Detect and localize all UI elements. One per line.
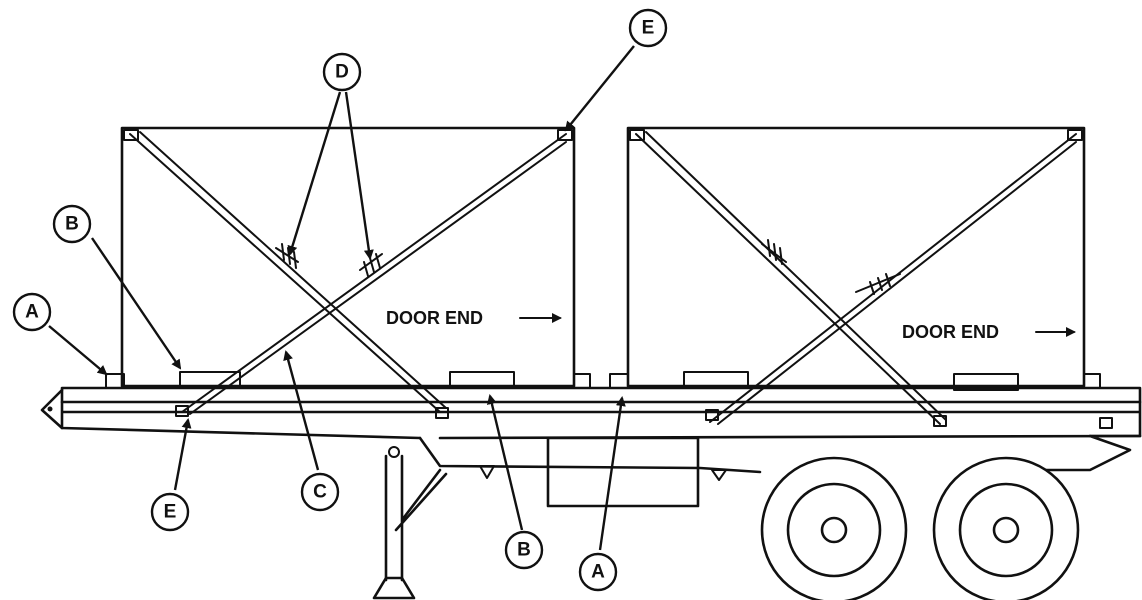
block-b bbox=[953, 373, 1019, 391]
callout-a-bottom-text: A bbox=[591, 562, 605, 583]
trailer bbox=[40, 386, 1142, 600]
callout-b-left: B bbox=[52, 204, 92, 244]
wheel-rear bbox=[932, 456, 1080, 600]
stake-pocket bbox=[435, 407, 449, 419]
block-a bbox=[105, 373, 125, 389]
callout-d-top-text: D bbox=[335, 62, 349, 83]
callout-b-bottom: B bbox=[504, 530, 544, 570]
wheel-front bbox=[760, 456, 908, 600]
strap-2a bbox=[635, 131, 947, 425]
coupler-pin bbox=[47, 406, 53, 412]
stake-pocket bbox=[175, 405, 189, 417]
callout-d-top: D bbox=[322, 52, 362, 92]
landing-gear-foot bbox=[372, 576, 416, 600]
ratchet-1b bbox=[359, 253, 383, 277]
block-a bbox=[573, 373, 591, 389]
block-a bbox=[609, 373, 629, 389]
leader-e-bottom bbox=[173, 418, 192, 491]
callout-e-bottom: E bbox=[150, 492, 190, 532]
leaders bbox=[48, 45, 635, 551]
callout-e-top: E bbox=[628, 8, 668, 48]
corner-fitting bbox=[1067, 129, 1083, 141]
block-b bbox=[683, 371, 749, 389]
callout-b-bottom-text: B bbox=[517, 540, 531, 561]
callout-a-left: A bbox=[12, 292, 52, 332]
corner-fitting bbox=[629, 129, 645, 141]
landing-gear bbox=[384, 454, 448, 582]
landing-gear-pivot bbox=[388, 446, 400, 458]
leader-d-2 bbox=[344, 91, 374, 260]
block-a bbox=[1083, 373, 1101, 389]
leader-d-1 bbox=[287, 91, 342, 256]
strap-2b bbox=[709, 133, 1077, 425]
container-2-body bbox=[626, 126, 1086, 388]
leader-a-bottom bbox=[598, 396, 626, 551]
block-b bbox=[449, 371, 515, 389]
strap-1a bbox=[129, 131, 447, 413]
callout-a-bottom: A bbox=[578, 552, 618, 592]
leader-a-left bbox=[48, 325, 108, 376]
rail-bracket bbox=[479, 465, 495, 479]
callout-e-bottom-text: E bbox=[164, 502, 177, 523]
leader-c bbox=[283, 350, 320, 471]
container-2: DOOR END bbox=[609, 126, 1101, 425]
door-end-label-1: DOOR END bbox=[386, 308, 483, 328]
tool-box bbox=[546, 436, 700, 508]
callout-c-bottom: C bbox=[300, 472, 340, 512]
callout-b-left-text: B bbox=[65, 214, 79, 235]
rail-bracket bbox=[711, 469, 727, 481]
leader-b-left bbox=[91, 237, 182, 370]
ratchet-1a bbox=[275, 243, 299, 269]
container-1-body bbox=[120, 126, 576, 388]
container-1: DOOR END bbox=[105, 126, 591, 415]
door-end-label-2: DOOR END bbox=[902, 322, 999, 342]
callouts: A B D E E C B A bbox=[12, 8, 668, 592]
ratchet-2a bbox=[761, 239, 787, 265]
trailer-deck bbox=[60, 386, 1142, 404]
leader-b-bottom bbox=[486, 394, 524, 531]
block-b bbox=[179, 371, 241, 389]
leader-e-top bbox=[564, 45, 635, 132]
stake-pocket bbox=[933, 415, 947, 427]
callout-c-bottom-text: C bbox=[313, 482, 327, 503]
trailer-coupler bbox=[40, 388, 422, 440]
stake-pocket bbox=[1099, 417, 1113, 429]
callout-e-top-text: E bbox=[642, 18, 655, 39]
trailer-side-rail bbox=[60, 400, 1142, 438]
ratchet-2b bbox=[855, 273, 901, 295]
callout-a-left-text: A bbox=[25, 302, 39, 323]
